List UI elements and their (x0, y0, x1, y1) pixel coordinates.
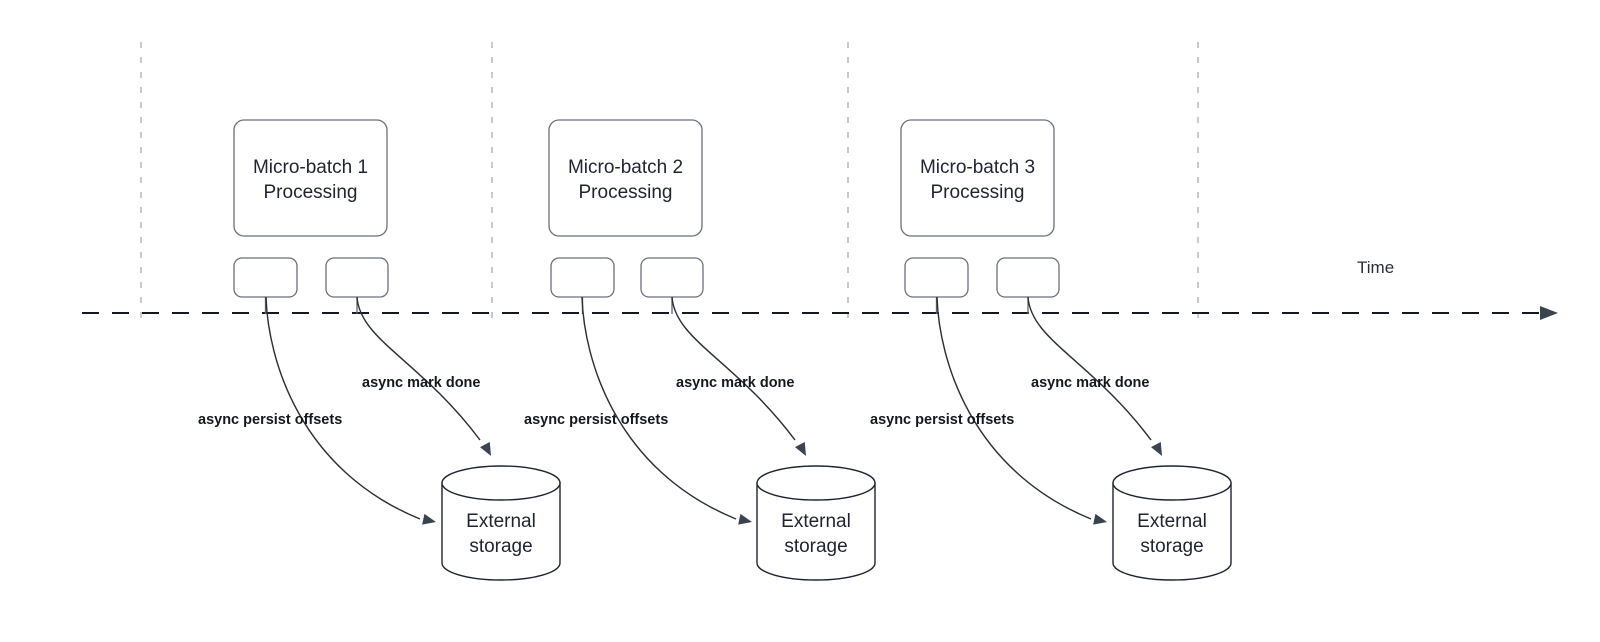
micro-batch-1-storage-label-line1: External (466, 511, 536, 532)
micro-batch-3-process-label-line1: Micro-batch 3 (920, 157, 1035, 178)
micro-batch-1-async-persist-offsets-arrow (265, 296, 421, 520)
micro-batch-3-storage-label-line2: storage (1140, 536, 1203, 557)
micro-batch-1-process-label-line2: Processing (264, 182, 358, 203)
micro-batch-3-storage-cylinder-body[interactable] (1112, 482, 1232, 581)
micro-batch-3-storage-label-line1: External (1137, 511, 1207, 532)
guide-lines-group (140, 42, 1199, 326)
micro-batch-3-mark-done-task[interactable] (996, 257, 1060, 298)
micro-batch-1-async-mark-done-arrowhead (480, 441, 491, 456)
micro-batch-2-async-persist-offsets-arrowhead (738, 513, 752, 525)
micro-batch-2-storage-label-line2: storage (784, 536, 847, 557)
time-axis-group (82, 306, 1558, 320)
micro-batch-2-async-mark-done-arrowhead (795, 441, 806, 456)
micro-batch-2-mark-done-task[interactable] (640, 257, 704, 298)
micro-batch-2-group: Micro-batch 2 Processing async persist off… (524, 119, 876, 581)
micro-batch-3-async-persist-offsets-arrow (936, 296, 1092, 520)
axis-label-group: Time (1357, 258, 1394, 277)
micro-batch-3-async-mark-done-label: async mark done (1031, 375, 1149, 391)
micro-batch-2-storage-label-line1: External (781, 511, 851, 532)
micro-batch-3-persist-offsets-task[interactable] (904, 257, 969, 298)
micro-batch-2-process-box[interactable] (548, 119, 703, 237)
micro-batch-1-async-persist-offsets-arrowhead (422, 513, 436, 525)
micro-batch-3-process-box[interactable] (900, 119, 1055, 237)
micro-batch-3-async-persist-offsets-arrowhead (1093, 513, 1107, 525)
micro-batch-1-mark-done-task[interactable] (325, 257, 389, 298)
micro-batch-1-storage-cylinder-top (441, 465, 561, 501)
micro-batch-1-process-label-line1: Micro-batch 1 (253, 157, 368, 178)
micro-batch-1-async-mark-done-label: async mark done (362, 375, 480, 391)
micro-batch-1-group: Micro-batch 1 Processing async persist off… (198, 119, 561, 581)
micro-batch-1-process-box[interactable] (233, 119, 388, 237)
time-axis-arrowhead (1540, 306, 1558, 320)
micro-batch-3-group: Micro-batch 3 Processing async persist off… (870, 119, 1232, 581)
micro-batch-3-async-mark-done-arrow (1027, 296, 1152, 441)
micro-batch-1-persist-offsets-task[interactable] (233, 257, 298, 298)
micro-batch-1-async-mark-done-arrow (356, 296, 481, 441)
micro-batch-3-storage-cylinder-top (1112, 465, 1232, 501)
micro-batch-2-storage-cylinder-top (756, 465, 876, 501)
micro-batch-2-async-persist-offsets-label: async persist offsets (524, 412, 668, 428)
micro-batch-2-process-label-line1: Micro-batch 2 (568, 157, 683, 178)
micro-batch-2-async-mark-done-arrow (671, 296, 796, 441)
micro-batch-1-async-persist-offsets-label: async persist offsets (198, 412, 342, 428)
micro-batch-3-process-label-line2: Processing (931, 182, 1025, 203)
micro-batch-2-storage-cylinder-body[interactable] (756, 482, 876, 581)
micro-batch-3-async-persist-offsets-label: async persist offsets (870, 412, 1014, 428)
micro-batch-2-async-mark-done-label: async mark done (676, 375, 794, 391)
micro-batch-3-async-mark-done-arrowhead (1151, 441, 1162, 456)
micro-batch-2-persist-offsets-task[interactable] (550, 257, 615, 298)
micro-batch-2-async-persist-offsets-arrow (581, 296, 737, 520)
micro-batch-1-storage-cylinder-body[interactable] (441, 482, 561, 581)
micro-batch-groups: Micro-batch 1 Processing async persist off… (198, 119, 1232, 581)
time-axis-label: Time (1357, 258, 1394, 277)
micro-batch-1-storage-label-line2: storage (469, 536, 532, 557)
micro-batch-2-process-label-line2: Processing (579, 182, 673, 203)
